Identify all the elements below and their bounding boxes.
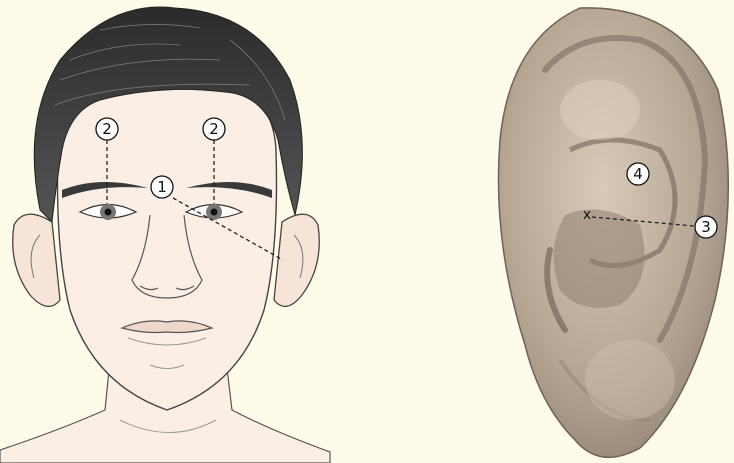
face-drawing xyxy=(0,7,330,463)
marker-brow-right: 2 xyxy=(203,118,225,140)
marker-temple: 1 xyxy=(151,176,173,198)
ear-photo xyxy=(498,8,728,457)
face-left-ear xyxy=(13,214,60,306)
marker-label: 2 xyxy=(102,120,112,138)
marker-ear-inner: 4 xyxy=(627,163,649,185)
marker-brow-left: 2 xyxy=(96,118,118,140)
marker-label: 2 xyxy=(209,120,219,138)
marker-ear-edge: 3 xyxy=(695,216,717,238)
face-right-ear xyxy=(274,214,319,306)
marker-label: 4 xyxy=(633,165,643,183)
ear-point-label: x xyxy=(583,207,591,223)
marker-label: 3 xyxy=(701,218,711,236)
marker-label: 1 xyxy=(157,178,167,196)
